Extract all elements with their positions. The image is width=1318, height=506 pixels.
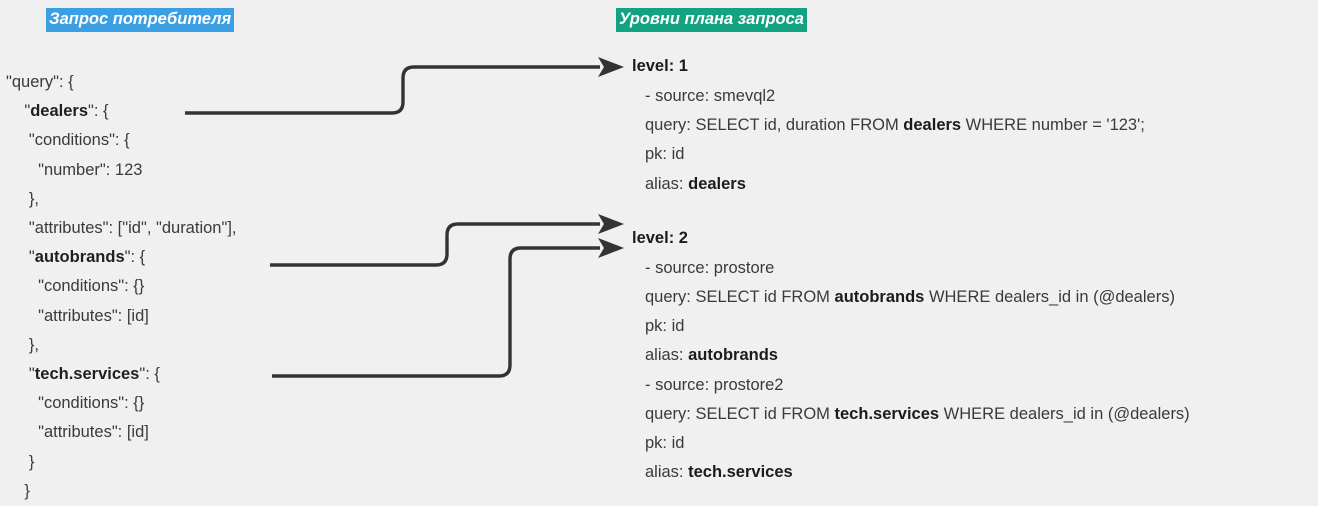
json-key-dealers: dealers — [30, 102, 88, 121]
plan-pk-line: pk: id — [645, 317, 685, 336]
plan-source-line: - source: smevql2 — [645, 87, 776, 105]
plan-source-line: - source: prostore2 — [645, 375, 784, 394]
plan-pk-line: pk: id — [645, 434, 685, 453]
query-plan-levels-header: Уровни плана запроса — [616, 8, 807, 32]
json-line: } — [6, 452, 35, 471]
plan-alias-line: alias: tech.services — [645, 463, 793, 482]
json-key-autobrands: autobrands — [34, 248, 125, 267]
json-line: } — [6, 481, 30, 500]
plan-query-table: dealers — [903, 116, 962, 135]
json-line: "autobrands": { — [6, 248, 146, 267]
plan-alias-value: dealers — [688, 174, 746, 193]
consumer-query-header: Запрос потребителя — [46, 8, 235, 32]
plan-source-group: - source: prostore2 query: SELECT id FROM… — [632, 371, 1318, 488]
json-line: "attributes": [id] — [6, 306, 149, 325]
plan-alias-value: tech.services — [688, 463, 793, 482]
json-line: "tech.services": { — [6, 365, 160, 384]
plan-query-line: query: SELECT id FROM autobrands WHERE d… — [645, 288, 1175, 307]
plan-source-group: - source: prostore query: SELECT id FROM … — [632, 254, 1318, 371]
json-line: "query": { — [6, 73, 74, 91]
json-line: "conditions": {} — [6, 277, 145, 296]
json-line: "dealers": { — [6, 102, 109, 121]
plan-alias-line: alias: autobrands — [645, 346, 778, 365]
plan-level: level: 2 - source: prostore query: SELECT … — [632, 226, 1318, 488]
plan-level: level: 1 - source: smevql2 query: SELECT i… — [632, 54, 1318, 199]
plan-query-line: query: SELECT id, duration FROM dealers … — [645, 116, 1145, 135]
json-line: "number": 123 — [6, 160, 143, 179]
plan-alias-line: alias: dealers — [645, 174, 746, 193]
json-line: }, — [6, 189, 40, 208]
consumer-query-json: "query": { "dealers": { "conditions": { … — [6, 68, 566, 506]
plan-level-title: level: 2 — [632, 228, 688, 247]
plan-pk-line: pk: id — [645, 145, 685, 164]
json-line: "attributes": ["id", "duration"], — [6, 219, 237, 238]
json-line: "conditions": {} — [6, 394, 145, 413]
plan-query-table: tech.services — [834, 404, 940, 423]
plan-query-line: query: SELECT id FROM tech.services WHER… — [645, 404, 1190, 423]
plan-query-table: autobrands — [834, 288, 925, 307]
json-key-tech-services: tech.services — [34, 365, 140, 384]
json-line: "conditions": { — [6, 131, 130, 150]
plan-source-group: - source: smevql2 query: SELECT id, durat… — [632, 82, 1318, 199]
json-line: "attributes": [id] — [6, 423, 149, 442]
plan-level-title: level: 1 — [632, 57, 688, 75]
plan-source-line: - source: prostore — [645, 258, 775, 277]
plan-alias-value: autobrands — [688, 346, 778, 365]
query-plan-levels: level: 1 - source: smevql2 query: SELECT i… — [632, 54, 1318, 487]
json-line: }, — [6, 335, 40, 354]
